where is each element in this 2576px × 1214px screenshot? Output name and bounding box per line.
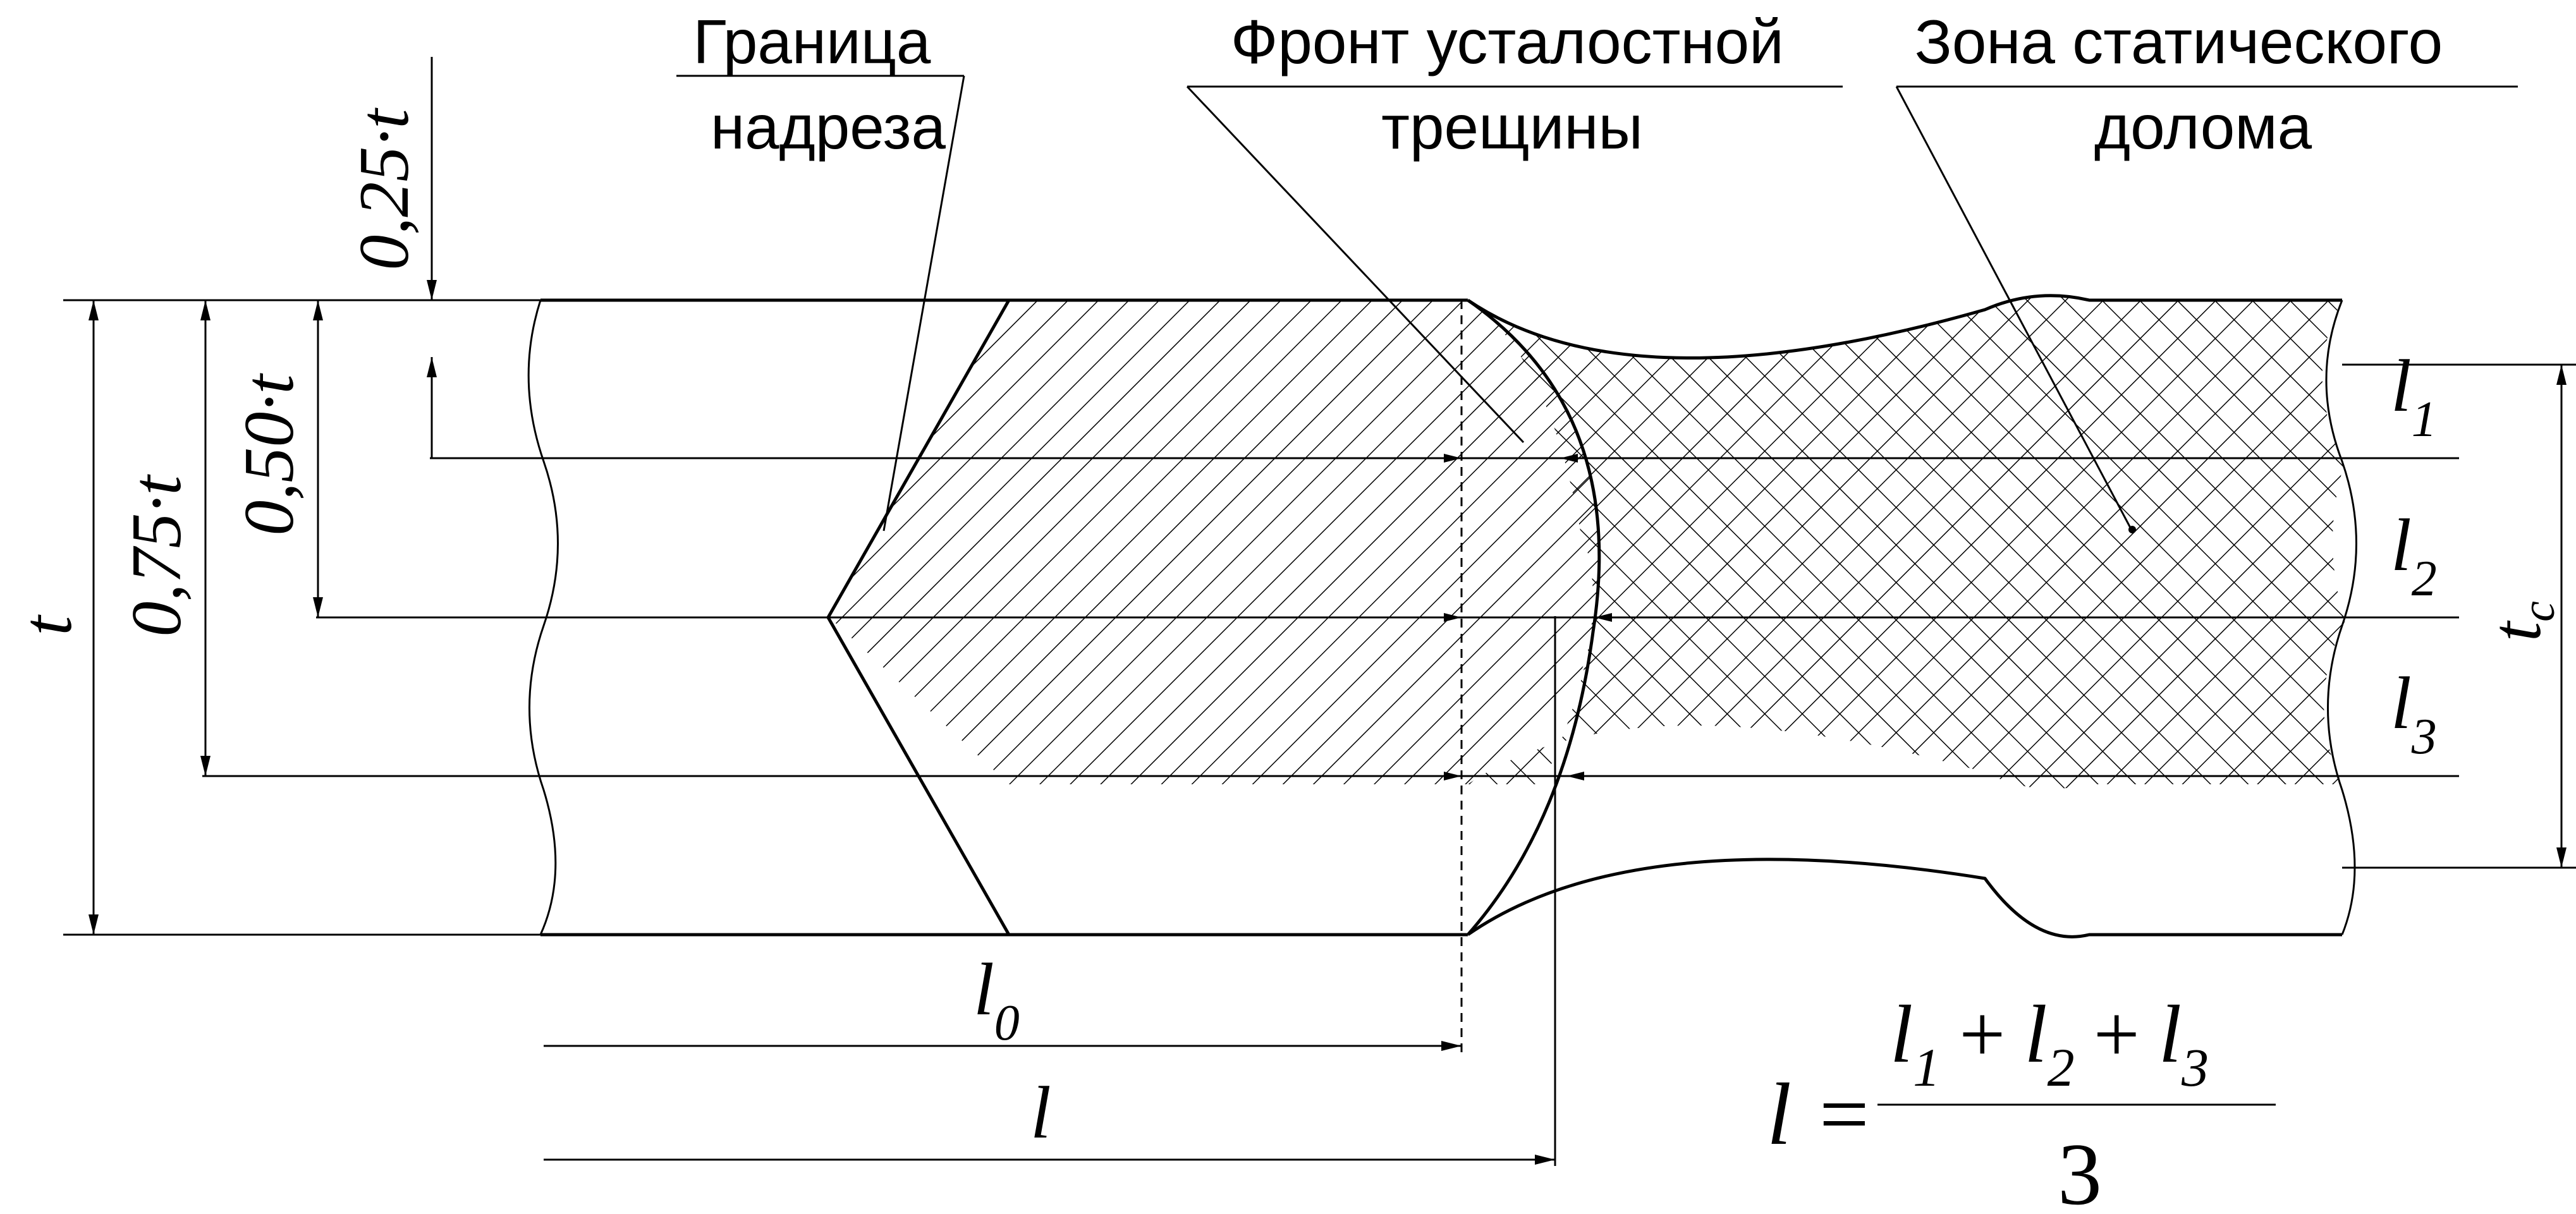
right-break-line <box>2325 300 2357 935</box>
dim-l1-label: l1 <box>2391 344 2437 447</box>
dim-tc-label: tc <box>2477 601 2565 641</box>
dim-l0-label: l0 <box>974 948 1020 1051</box>
dim-l3-label: l3 <box>2391 662 2437 765</box>
formula: l = l1+l2+l3 3 <box>1767 989 2276 1214</box>
left-break-line <box>527 300 559 935</box>
extension-lines <box>63 299 2576 1166</box>
notch-boundary-label: Граница надреза <box>693 7 948 162</box>
leader-lines <box>676 75 2518 531</box>
static-zone-point <box>2128 526 2136 533</box>
dim-050t-label: 0,50·t <box>230 373 308 536</box>
fatigue-front-label: Фронт усталостной трещины <box>1231 7 1801 162</box>
dim-025t-label: 0,25·t <box>345 107 424 270</box>
dim-l-label: l <box>1030 1071 1051 1154</box>
static-fracture-zone <box>1468 295 2345 789</box>
dim-l2-label: l2 <box>2391 504 2437 607</box>
dim-075t-label: 0,75·t <box>118 474 196 637</box>
horizontal-dimensions <box>544 1041 1555 1165</box>
formula-lhs: l = <box>1767 1065 1873 1163</box>
static-zone-label: Зона статического долома <box>1915 7 2460 162</box>
fatigue-zone <box>828 300 1599 784</box>
formula-denominator: 3 <box>2058 1126 2102 1214</box>
formula-numerator: l1+l2+l3 <box>1890 989 2209 1098</box>
front-arrows <box>1397 454 1656 780</box>
vertical-dimensions <box>89 57 2567 935</box>
dim-t-label: t <box>8 614 87 636</box>
